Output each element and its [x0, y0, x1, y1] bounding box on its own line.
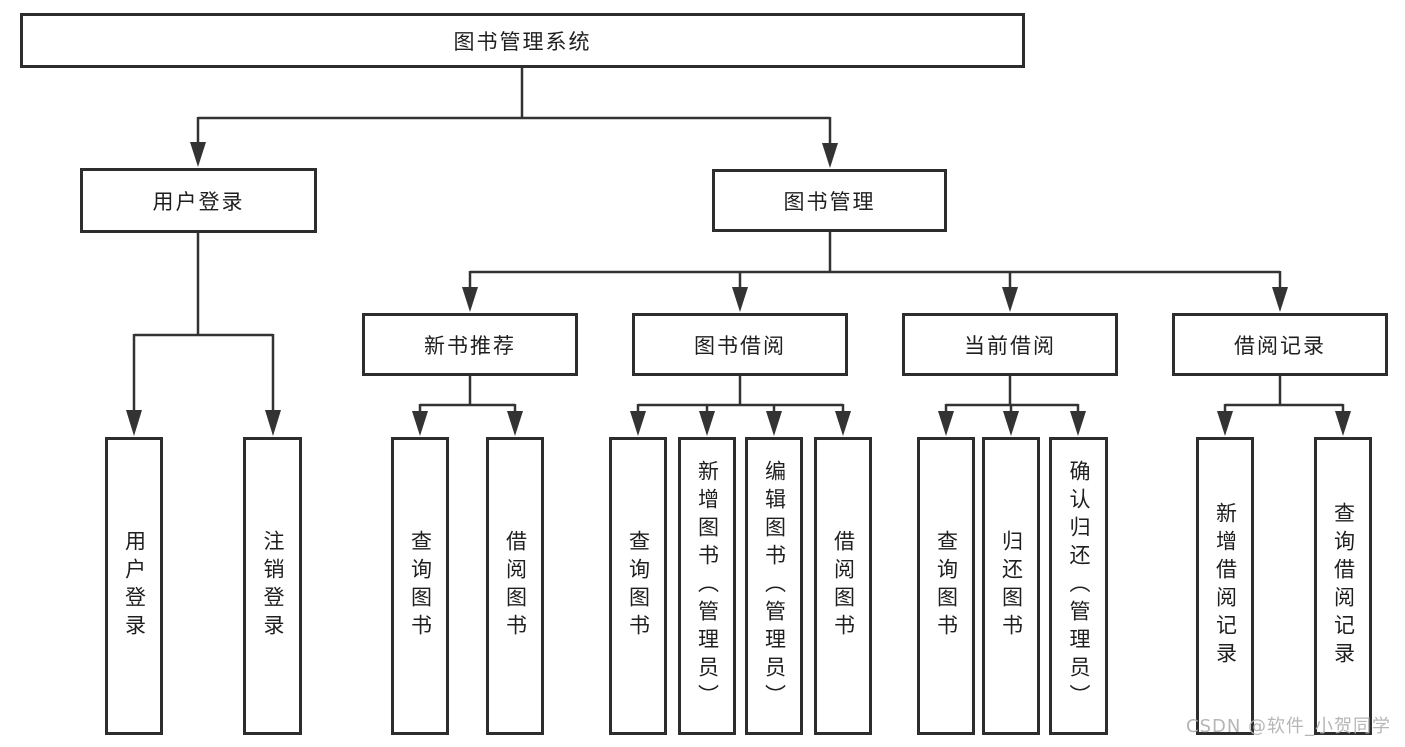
node-user-login: 用户登录: [80, 168, 317, 233]
leaf-label: 借阅图书: [831, 530, 856, 642]
leaf-logout: 注销登录: [243, 437, 302, 735]
node-book-borrowing: 图书借阅: [632, 313, 848, 376]
leaf-borrow-books: 借阅图书: [814, 437, 872, 735]
leaf-query-books-current: 查询图书: [917, 437, 975, 735]
leaf-edit-books-admin: 编辑图书（管理员）: [745, 437, 803, 735]
node-new-book-recommend: 新书推荐: [362, 313, 578, 376]
leaf-confirm-return-admin: 确认归还（管理员）: [1049, 437, 1108, 735]
node-label: 用户登录: [152, 189, 245, 214]
leaf-add-books-admin: 新增图书（管理员）: [678, 437, 736, 735]
node-label: 图书借阅: [694, 333, 786, 358]
csdn-watermark: CSDN @软件_小贺同学: [1186, 716, 1392, 737]
leaf-label: 新增图书（管理员）: [695, 460, 720, 712]
node-borrowing-records: 借阅记录: [1172, 313, 1388, 376]
leaf-return-books: 归还图书: [982, 437, 1040, 735]
leaf-user-login: 用户登录: [105, 437, 163, 735]
leaf-borrow-books-recommend: 借阅图书: [486, 437, 544, 735]
leaf-label: 查询借阅记录: [1331, 502, 1356, 670]
leaf-label: 注销登录: [261, 530, 285, 642]
leaf-label: 编辑图书（管理员）: [762, 460, 787, 712]
leaf-label: 查询图书: [934, 530, 959, 642]
node-label: 图书管理: [783, 189, 876, 214]
node-book-management: 图书管理: [712, 169, 947, 232]
leaf-label: 用户登录: [122, 530, 147, 642]
leaf-label: 确认归还（管理员）: [1067, 460, 1091, 712]
node-label: 图书管理系统: [453, 29, 592, 54]
leaf-label: 新增借阅记录: [1213, 502, 1238, 670]
node-label: 借阅记录: [1234, 333, 1326, 358]
leaf-add-borrow-record: 新增借阅记录: [1196, 437, 1254, 735]
node-label: 当前借阅: [964, 333, 1056, 358]
leaf-label: 查询图书: [408, 530, 433, 642]
leaf-query-books-borrow: 查询图书: [609, 437, 667, 735]
node-library-management-system: 图书管理系统: [20, 13, 1025, 68]
leaf-label: 借阅图书: [503, 530, 528, 642]
leaf-query-books-recommend: 查询图书: [391, 437, 449, 735]
node-current-borrowing: 当前借阅: [902, 313, 1118, 376]
leaf-query-borrow-record: 查询借阅记录: [1314, 437, 1372, 735]
node-label: 新书推荐: [424, 333, 516, 358]
leaf-label: 归还图书: [999, 530, 1024, 642]
leaf-label: 查询图书: [626, 530, 651, 642]
